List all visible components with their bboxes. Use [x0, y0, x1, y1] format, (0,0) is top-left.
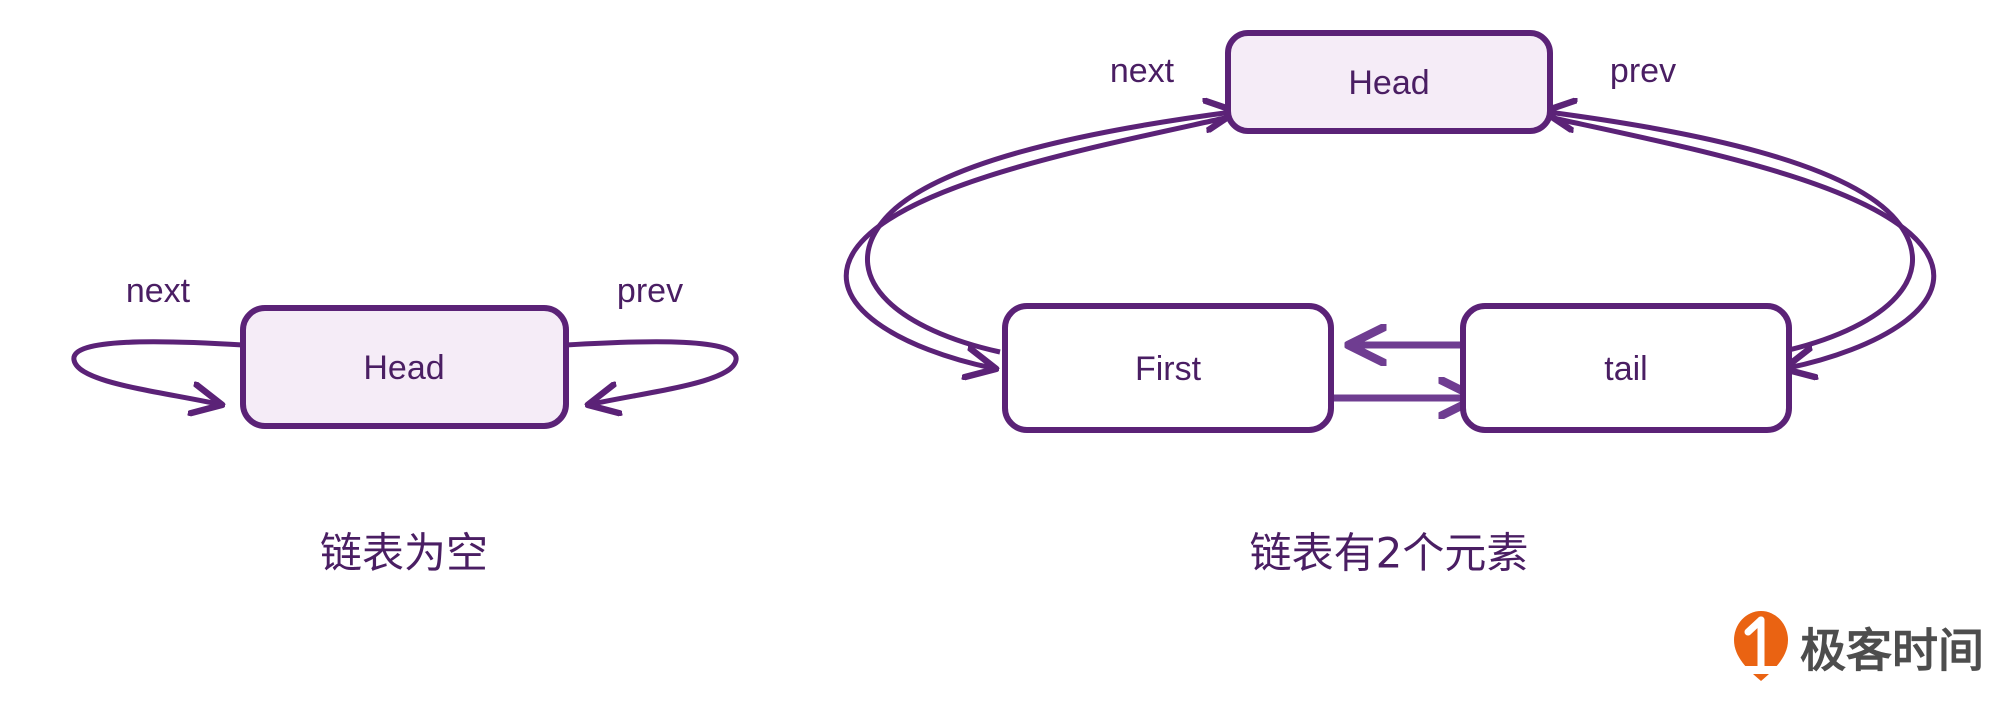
edge-tail-next-head: [1548, 112, 1915, 355]
edge-label-prev-left: prev: [617, 272, 683, 310]
node-head-two-label: Head: [1348, 64, 1429, 102]
node-first[interactable]: First: [1002, 303, 1334, 433]
head-next-first-path: [843, 115, 1226, 368]
node-first-label: First: [1135, 350, 1202, 388]
geektime-watermark: 极客时间: [1734, 611, 1984, 681]
first-prev-head-path: [865, 112, 1232, 355]
edge-prev-self-loop: [565, 339, 739, 404]
next-self-loop-path: [71, 339, 244, 404]
node-head-two-rect[interactable]: [1225, 30, 1553, 134]
prev-self-loop-path: [565, 339, 739, 404]
geektime-logo-text: 极客时间: [1800, 624, 1984, 678]
head-prev-tail-path: [1552, 115, 1937, 368]
node-tail-label: tail: [1604, 350, 1647, 388]
node-head-empty-rect[interactable]: [240, 305, 569, 429]
diagram-two-element-list: Head First tail next prev 链表有2个元素: [843, 30, 1937, 578]
geektime-logo-icon: [1734, 611, 1788, 681]
edge-label-next-left: next: [126, 272, 191, 310]
edge-first-prev-head: [865, 112, 1232, 355]
tail-next-head-path: [1548, 112, 1915, 355]
node-tail-rect[interactable]: [1460, 303, 1792, 433]
diagram-empty-list: Head next prev 链表为空: [71, 272, 739, 578]
edge-head-next-first: [843, 115, 1226, 368]
geektime-logo-tick: [1744, 616, 1765, 636]
edge-next-self-loop: [71, 339, 244, 404]
node-head-empty[interactable]: Head: [240, 305, 569, 429]
edge-label-next-right: next: [1110, 52, 1175, 90]
edge-head-prev-tail: [1552, 115, 1937, 368]
node-tail[interactable]: tail: [1460, 303, 1792, 433]
node-head-two[interactable]: Head: [1225, 30, 1553, 134]
caption-two-element-list: 链表有2个元素: [1250, 529, 1529, 578]
node-first-rect[interactable]: [1002, 303, 1334, 433]
edge-label-prev-right: prev: [1610, 52, 1676, 90]
caption-empty-list: 链表为空: [320, 529, 488, 578]
node-head-empty-label: Head: [363, 349, 444, 387]
